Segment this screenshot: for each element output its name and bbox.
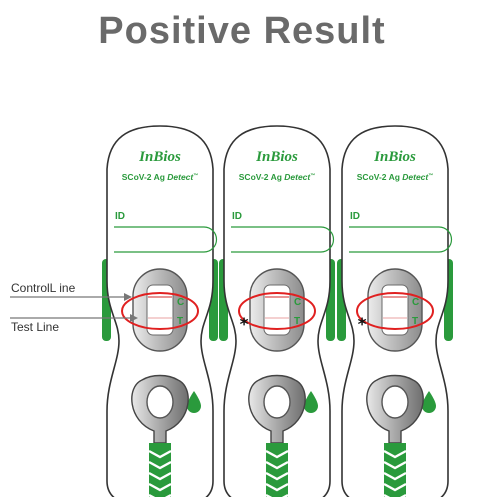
neck-chevron: [265, 471, 289, 481]
id-field-end: [438, 226, 453, 253]
neck-chevron: [265, 460, 289, 470]
star-marker: *: [240, 315, 249, 335]
neck-chevron: [148, 460, 172, 470]
t-mark: T: [412, 316, 418, 327]
test-arrowhead: [130, 314, 138, 322]
product-name: SCoV-2 Ag Detect™: [122, 172, 198, 182]
highlight-ring: [121, 292, 199, 330]
brand-logo: InBios: [373, 149, 416, 165]
control-line-label: ControlL ine: [11, 281, 76, 295]
page-title: Positive Result: [98, 10, 386, 52]
id-label: ID: [115, 211, 125, 222]
neck-chevron: [148, 482, 172, 492]
test-line-label: Test Line: [11, 320, 60, 334]
sample-hole: [263, 385, 291, 419]
neck-chevron: [383, 471, 407, 481]
id-field-end: [203, 226, 218, 253]
sample-neck: [265, 443, 289, 497]
droplet-icon: [304, 391, 318, 413]
id-field-end: [320, 226, 335, 253]
sample-neck: [383, 443, 407, 497]
brand-logo: InBios: [255, 149, 298, 165]
highlight-ring: [238, 292, 316, 330]
neck-chevron: [148, 471, 172, 481]
id-label: ID: [232, 211, 242, 222]
t-mark: T: [294, 316, 300, 327]
sample-neck: [148, 443, 172, 497]
c-mark: C: [294, 297, 301, 308]
product-name: SCoV-2 Ag Detect™: [357, 172, 433, 182]
neck-chevron: [265, 482, 289, 492]
droplet-icon: [187, 391, 201, 413]
sample-hole: [381, 385, 409, 419]
control-arrowhead: [124, 293, 132, 301]
neck-chevron: [265, 449, 289, 459]
neck-chevron: [383, 482, 407, 492]
neck-fill: [384, 443, 406, 497]
product-name: SCoV-2 Ag Detect™: [239, 172, 315, 182]
highlight-ring: [356, 292, 434, 330]
neck-chevron: [383, 449, 407, 459]
neck-chevron: [383, 460, 407, 470]
sample-hole: [146, 385, 174, 419]
neck-fill: [149, 443, 171, 497]
star-marker: *: [358, 315, 367, 335]
c-mark: C: [177, 297, 184, 308]
c-mark: C: [412, 297, 419, 308]
neck-chevron: [148, 449, 172, 459]
neck-fill: [266, 443, 288, 497]
label-arrows: [10, 293, 138, 322]
droplet-icon: [422, 391, 436, 413]
brand-logo: InBios: [138, 149, 181, 165]
t-mark: T: [177, 316, 183, 327]
id-label: ID: [350, 211, 360, 222]
